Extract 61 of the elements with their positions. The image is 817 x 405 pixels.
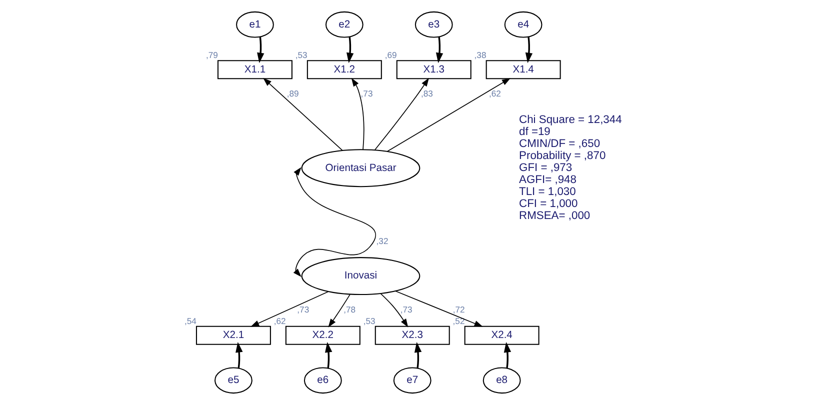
edge-label: ,73 bbox=[297, 304, 310, 315]
node-label: ,53 bbox=[295, 50, 308, 60]
node-ellipse: e7 bbox=[393, 367, 432, 394]
edge-label: ,89 bbox=[286, 88, 299, 99]
arrow bbox=[374, 78, 430, 150]
arrow bbox=[351, 78, 364, 150]
node-ellipse: e5 bbox=[214, 367, 252, 394]
arrow bbox=[414, 342, 422, 368]
node-ellipse: e6 bbox=[304, 367, 342, 394]
label: df =19 bbox=[519, 126, 550, 138]
label: RMSEA= ,000 bbox=[519, 210, 590, 222]
node-box: X1.2 bbox=[306, 60, 382, 80]
node-label: ,52 bbox=[452, 316, 465, 326]
edge-label: ,72 bbox=[452, 304, 465, 315]
label: TLI = 1,030 bbox=[519, 186, 576, 198]
node-label: ,53 bbox=[363, 316, 376, 326]
arrow bbox=[236, 342, 243, 368]
label: AGFI= ,948 bbox=[519, 174, 576, 186]
arrow bbox=[504, 342, 512, 368]
arrow bbox=[380, 293, 408, 328]
edge-label: ,73 bbox=[360, 88, 373, 99]
arrow bbox=[293, 167, 376, 277]
arrow bbox=[328, 294, 350, 328]
arrow bbox=[436, 36, 444, 64]
arrow bbox=[386, 78, 511, 152]
node-box: X2.3 bbox=[374, 326, 450, 345]
edge-label: ,78 bbox=[344, 304, 356, 315]
node-ellipse: Inovasi bbox=[301, 257, 420, 296]
node-label: ,38 bbox=[474, 50, 486, 60]
node-label: ,79 bbox=[206, 50, 218, 60]
node-ellipse: Orientasi Pasar bbox=[301, 149, 420, 188]
label: Chi Square = 12,344 bbox=[519, 114, 622, 126]
node-box: X1.1 bbox=[217, 60, 292, 80]
node-box: X2.4 bbox=[464, 326, 540, 345]
edge-label: ,83 bbox=[421, 88, 433, 99]
node-ellipse: e2 bbox=[325, 11, 364, 38]
node-box: X1.3 bbox=[396, 60, 472, 80]
node-ellipse: e3 bbox=[414, 11, 453, 38]
label: Probability = ,870 bbox=[519, 150, 606, 162]
node-label: ,69 bbox=[384, 50, 397, 60]
node-box: X2.1 bbox=[196, 326, 271, 345]
arrow bbox=[257, 36, 264, 64]
node-box: X2.2 bbox=[285, 326, 360, 345]
label: CFI = 1,000 bbox=[519, 198, 578, 210]
node-label: ,54 bbox=[184, 316, 196, 326]
arrow bbox=[395, 290, 483, 327]
label: CMIN/DF = ,650 bbox=[519, 138, 600, 150]
edge-label: ,32 bbox=[376, 236, 388, 246]
arrow bbox=[250, 291, 329, 327]
node-ellipse: e4 bbox=[504, 11, 542, 38]
edge-label: ,73 bbox=[400, 304, 412, 315]
node-box: X1.4 bbox=[486, 60, 561, 80]
node-label: ,62 bbox=[274, 316, 286, 326]
edge-label: ,62 bbox=[488, 88, 501, 99]
arrow bbox=[346, 36, 354, 64]
arrow bbox=[525, 36, 533, 64]
arrow bbox=[263, 78, 343, 151]
arrow bbox=[325, 342, 332, 368]
node-ellipse: e8 bbox=[482, 367, 521, 394]
node-ellipse: e1 bbox=[236, 11, 274, 38]
label: GFI = ,973 bbox=[519, 162, 572, 174]
